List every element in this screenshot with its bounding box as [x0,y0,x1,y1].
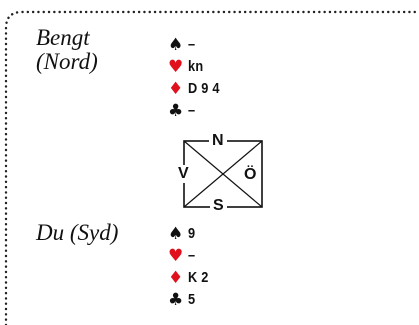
south-clubs-row: ♣ 5 [168,289,212,311]
south-hearts-cards: – [188,247,196,264]
north-clubs-row: ♣ – [168,100,225,122]
south-spades-row: ♠ 9 [168,223,212,245]
south-player-name: Du (Syd) [36,220,119,245]
compass-south-label: S [210,197,227,215]
south-diamonds-row: ♦ K 2 [168,267,212,289]
south-clubs-cards: 5 [188,291,196,308]
south-spades-cards: 9 [188,225,196,242]
north-hand: ♠ – ♥ kn ♦ D 9 4 ♣ – [168,34,225,122]
spade-icon: ♠ [168,224,184,244]
compass-west-label: V [175,165,192,183]
north-spades-cards: – [188,36,196,53]
diamond-icon: ♦ [168,79,184,99]
north-spades-row: ♠ – [168,34,225,56]
compass-north-label: N [209,132,227,150]
heart-icon: ♥ [168,57,184,77]
heart-icon: ♥ [168,246,184,266]
club-icon: ♣ [168,101,184,121]
compass-east-label: Ö [241,166,260,184]
south-diamonds-cards: K 2 [188,269,209,286]
north-player-position: (Nord) [36,49,98,74]
north-player-name: Bengt [36,25,90,50]
diamond-icon: ♦ [168,268,184,288]
north-hearts-cards: kn [188,58,204,75]
south-hearts-row: ♥ – [168,245,212,267]
north-hearts-row: ♥ kn [168,56,225,78]
north-diamonds-cards: D 9 4 [188,80,220,97]
north-clubs-cards: – [188,102,196,119]
south-hand: ♠ 9 ♥ – ♦ K 2 ♣ 5 [168,223,212,311]
spade-icon: ♠ [168,35,184,55]
north-diamonds-row: ♦ D 9 4 [168,78,225,100]
club-icon: ♣ [168,290,184,310]
compass-diagram: N S V Ö [168,132,270,215]
